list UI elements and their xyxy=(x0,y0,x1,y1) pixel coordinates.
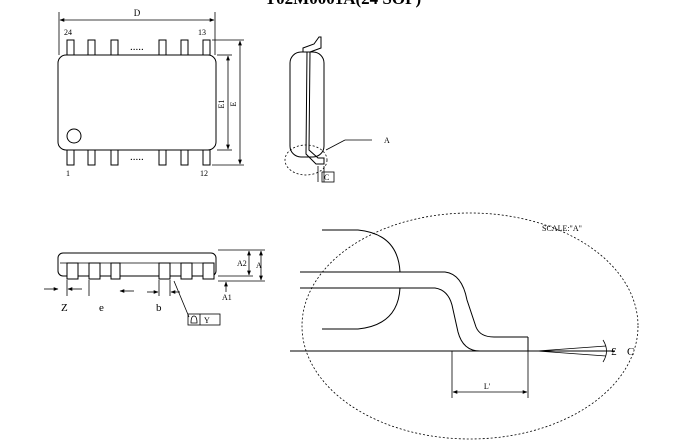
top-view: D 24 13 1 12 ..... ..... E1 E xyxy=(57,8,244,178)
detail-body-curve-bottom xyxy=(322,287,401,330)
package-body-top xyxy=(57,54,217,151)
dim-d-label: D xyxy=(134,8,141,18)
flatness-leader xyxy=(173,280,190,318)
detail-scale-label: SCALE:"A" xyxy=(542,224,582,233)
angle-line xyxy=(536,350,607,357)
bottom-pin xyxy=(66,149,75,166)
detail-scale-boundary xyxy=(301,212,639,440)
flatness-frame xyxy=(187,313,221,326)
bottom-pins-ellipsis: ..... xyxy=(130,151,144,163)
bottom-pin xyxy=(202,149,211,166)
pin1-marker xyxy=(66,128,82,144)
dim-a-label: A xyxy=(256,261,262,270)
detail-a-label: A xyxy=(384,136,390,145)
dim-b-label: b xyxy=(156,302,162,314)
pin-12-label: 12 xyxy=(200,169,208,178)
dim-c-box xyxy=(321,171,335,183)
side-lead xyxy=(302,36,325,165)
front-lead xyxy=(66,262,79,280)
front-lead xyxy=(110,262,121,280)
top-pin xyxy=(158,39,167,56)
bottom-pin xyxy=(110,149,119,166)
front-lead xyxy=(180,262,193,280)
detail-view: SCALE:"A" L' £ C xyxy=(290,212,639,440)
pin-13-label: 13 xyxy=(198,28,206,37)
detail-lead-lower xyxy=(300,287,481,352)
top-pin xyxy=(202,39,211,56)
drawing-title: T02M0001A(24 SOP) xyxy=(265,0,421,8)
package-body-front xyxy=(57,252,217,277)
front-lead xyxy=(158,262,171,280)
detail-a-callout xyxy=(284,144,328,176)
angle-c-label: C xyxy=(627,346,634,358)
angle-symbol: £ xyxy=(611,346,617,358)
dim-e-label: E xyxy=(229,101,238,106)
front-view: A2 A A1 Z e b Y xyxy=(44,249,265,326)
angle-line-2 xyxy=(536,345,607,352)
top-pin xyxy=(66,39,75,56)
dim-l-label: L' xyxy=(484,382,491,391)
dim-e-pitch-label: e xyxy=(99,302,104,314)
top-pin xyxy=(180,39,189,56)
bottom-pin xyxy=(158,149,167,166)
dim-a2-label: A2 xyxy=(237,259,247,268)
dim-c-label: C xyxy=(324,173,329,182)
front-lead xyxy=(88,262,101,280)
pin-24-label: 24 xyxy=(64,28,72,37)
flatness-icon xyxy=(190,315,198,324)
top-pin xyxy=(87,39,96,56)
bottom-pin xyxy=(87,149,96,166)
angle-arc xyxy=(602,339,607,363)
detail-body-curve-top xyxy=(322,229,401,273)
dim-e1-label: E1 xyxy=(217,100,226,109)
dim-a1-label: A1 xyxy=(222,293,232,302)
dim-z-label: Z xyxy=(61,302,68,314)
pin-1-label: 1 xyxy=(66,169,70,178)
detail-a-leader xyxy=(325,139,346,151)
top-pins-ellipsis: ..... xyxy=(130,41,144,53)
bottom-pin xyxy=(180,149,189,166)
detail-lead-upper xyxy=(300,271,528,338)
flatness-y-label: Y xyxy=(204,316,210,325)
front-lead xyxy=(202,262,215,280)
side-view: A C xyxy=(284,36,390,183)
top-pin xyxy=(110,39,119,56)
